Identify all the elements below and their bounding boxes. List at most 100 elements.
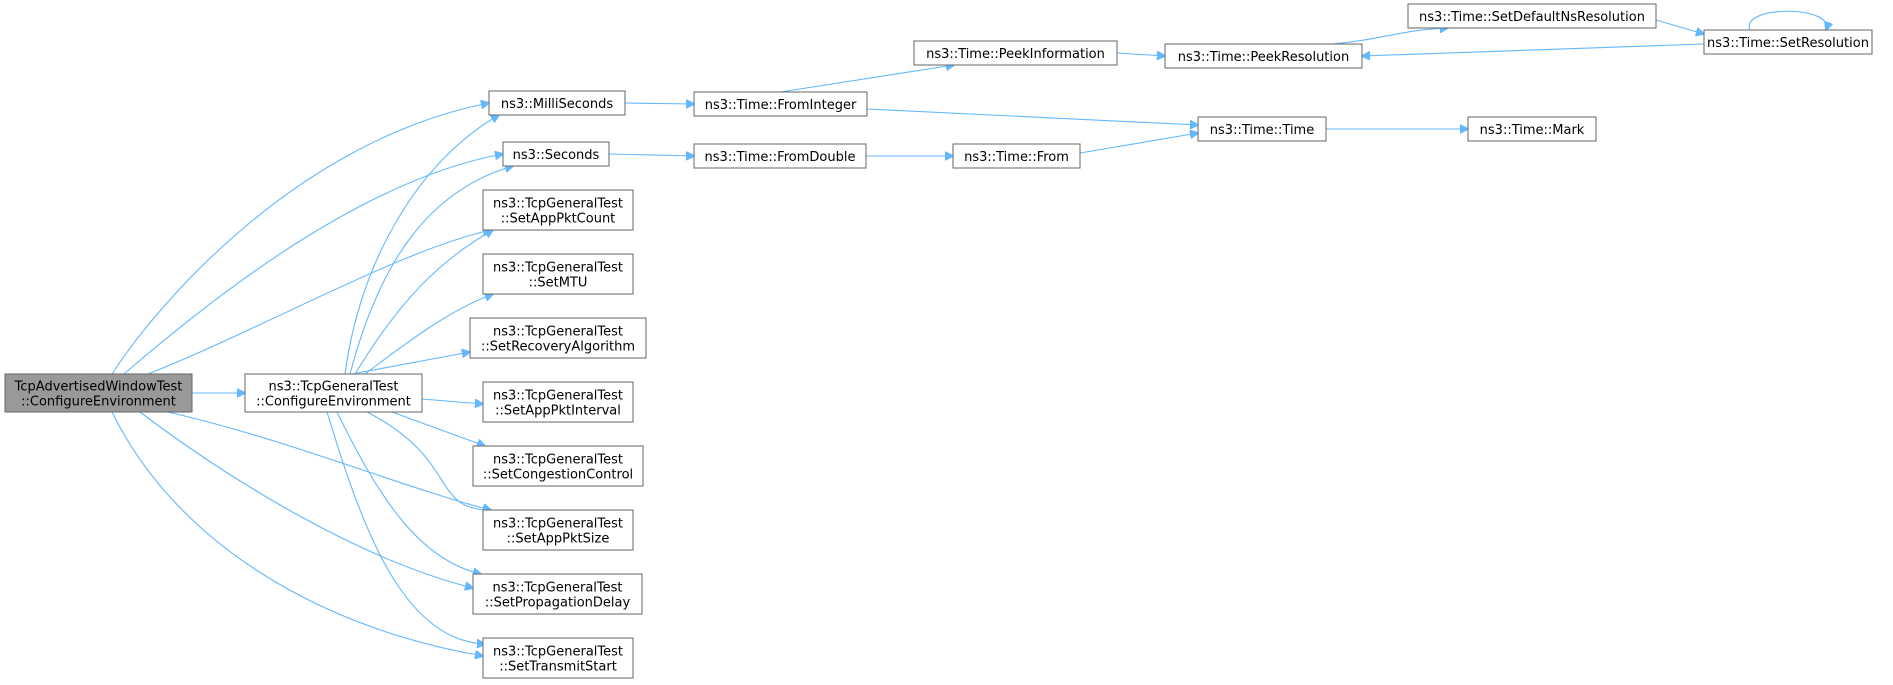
- edge-seconds-to-fromdbl: [608, 154, 694, 156]
- node-interval[interactable]: ns3::TcpGeneralTest::SetAppPktInterval: [482, 381, 634, 423]
- node-label: ns3::Time::From: [964, 150, 1069, 165]
- edge-cfg-to-milli: [344, 115, 499, 375]
- edge-cfg-to-interval: [421, 398, 483, 404]
- edge-fromint-to-peekinfo: [780, 65, 955, 93]
- node-fromint[interactable]: ns3::Time::FromInteger: [693, 91, 868, 117]
- node-label: ns3::TcpGeneralTest: [493, 197, 623, 212]
- node-box: [1407, 3, 1657, 29]
- edge-root-to-milli: [111, 103, 489, 375]
- node-label: ::SetAppPktCount: [501, 212, 616, 227]
- node-box: [488, 90, 626, 116]
- edge-setres-to-setres: [1748, 10, 1826, 30]
- node-pktcount[interactable]: ns3::TcpGeneralTest::SetAppPktCount: [482, 189, 634, 231]
- node-label: ::SetRecoveryAlgorithm: [481, 340, 635, 355]
- node-label: ::ConfigureEnvironment: [21, 395, 176, 410]
- node-box: [502, 141, 610, 167]
- node-label: ::ConfigureEnvironment: [256, 395, 411, 410]
- edge-setres-to-peekres: [1362, 43, 1705, 56]
- node-box: [693, 91, 868, 117]
- edge-cfg-to-transmit: [326, 411, 485, 644]
- node-box: [952, 143, 1081, 169]
- node-box: [469, 317, 647, 359]
- node-label: ns3::Time::Time: [1210, 123, 1314, 138]
- edge-root-to-seconds: [123, 154, 503, 375]
- edge-from-to-time: [1079, 133, 1198, 154]
- edge-fromint-to-time: [866, 108, 1198, 125]
- edge-cfg-to-propdelay: [336, 411, 481, 574]
- edge-cfg-to-recovery: [351, 352, 470, 375]
- node-transmit[interactable]: ns3::TcpGeneralTest::SetTransmitStart: [482, 637, 634, 679]
- edge-setdefault-to-setres: [1655, 19, 1704, 34]
- node-label: ns3::Time::SetDefaultNsResolution: [1419, 10, 1645, 25]
- node-peekres[interactable]: ns3::Time::PeekResolution: [1164, 43, 1363, 69]
- nodes-layer: TcpAdvertisedWindowTest::ConfigureEnviro…: [4, 3, 1873, 679]
- node-box: [1703, 29, 1873, 55]
- node-box: [1164, 43, 1363, 69]
- node-label: ::SetMTU: [529, 276, 588, 291]
- node-cfg[interactable]: ns3::TcpGeneralTest::ConfigureEnvironmen…: [244, 373, 423, 413]
- node-label: ::SetAppPktSize: [507, 532, 610, 547]
- node-label: ns3::Time::PeekInformation: [926, 47, 1105, 62]
- node-box: [482, 509, 634, 551]
- node-box: [1467, 116, 1597, 142]
- node-peekinfo[interactable]: ns3::Time::PeekInformation: [913, 40, 1118, 66]
- node-label: ::SetAppPktInterval: [495, 404, 621, 419]
- node-label: ns3::TcpGeneralTest: [493, 645, 623, 660]
- node-box: [482, 253, 634, 295]
- node-label: ns3::TcpGeneralTest: [492, 581, 622, 596]
- node-label: ns3::Seconds: [513, 148, 600, 163]
- node-propdelay[interactable]: ns3::TcpGeneralTest::SetPropagationDelay: [472, 573, 643, 615]
- node-box: [693, 143, 867, 169]
- node-mtu[interactable]: ns3::TcpGeneralTest::SetMTU: [482, 253, 634, 295]
- edge-root-to-pktsize: [167, 411, 491, 510]
- node-box: [913, 40, 1118, 66]
- node-box: [472, 573, 643, 615]
- node-label: ::SetTransmitStart: [499, 660, 617, 675]
- node-label: ns3::Time::SetResolution: [1707, 36, 1869, 51]
- edge-peekinfo-to-peekres: [1116, 53, 1165, 56]
- edge-cfg-to-seconds: [349, 166, 513, 375]
- edges-layer: [111, 10, 1827, 656]
- edge-cfg-to-pktsize: [366, 411, 491, 510]
- node-box: [4, 373, 193, 413]
- node-from[interactable]: ns3::Time::From: [952, 143, 1081, 169]
- node-box: [482, 381, 634, 423]
- node-label: ns3::TcpGeneralTest: [493, 325, 623, 340]
- node-box: [482, 189, 634, 231]
- node-setdefault[interactable]: ns3::Time::SetDefaultNsResolution: [1407, 3, 1657, 29]
- node-time[interactable]: ns3::Time::Time: [1197, 116, 1327, 142]
- node-congestion[interactable]: ns3::TcpGeneralTest::SetCongestionContro…: [472, 445, 644, 487]
- node-box: [1197, 116, 1327, 142]
- edge-cfg-to-mtu: [364, 294, 493, 375]
- node-root[interactable]: TcpAdvertisedWindowTest::ConfigureEnviro…: [4, 373, 193, 413]
- node-label: ns3::TcpGeneralTest: [268, 380, 398, 395]
- node-label: ::SetPropagationDelay: [485, 596, 631, 611]
- node-label: ns3::MilliSeconds: [501, 97, 614, 112]
- edge-root-to-pktcount: [147, 230, 491, 375]
- node-label: ns3::TcpGeneralTest: [493, 517, 623, 532]
- node-seconds[interactable]: ns3::Seconds: [502, 141, 610, 167]
- edge-milli-to-fromint: [624, 103, 694, 104]
- node-label: ns3::Time::FromDouble: [705, 150, 856, 165]
- node-box: [472, 445, 644, 487]
- node-mark[interactable]: ns3::Time::Mark: [1467, 116, 1597, 142]
- node-label: ns3::TcpGeneralTest: [493, 261, 623, 276]
- node-box: [482, 637, 634, 679]
- node-label: TcpAdvertisedWindowTest: [14, 380, 183, 395]
- edge-root-to-transmit: [111, 411, 483, 656]
- node-milli[interactable]: ns3::MilliSeconds: [488, 90, 626, 116]
- node-label: ::SetCongestionControl: [483, 468, 633, 483]
- node-fromdbl[interactable]: ns3::Time::FromDouble: [693, 143, 867, 169]
- node-label: ns3::Time::Mark: [1480, 123, 1585, 138]
- node-setres[interactable]: ns3::Time::SetResolution: [1703, 29, 1873, 55]
- node-label: ns3::Time::FromInteger: [705, 98, 857, 113]
- edge-peekres-to-setdefault: [1331, 28, 1448, 45]
- node-label: ns3::TcpGeneralTest: [493, 453, 623, 468]
- node-label: ns3::TcpGeneralTest: [493, 389, 623, 404]
- node-box: [244, 373, 423, 413]
- edge-cfg-to-congestion: [391, 411, 485, 446]
- node-recovery[interactable]: ns3::TcpGeneralTest::SetRecoveryAlgorith…: [469, 317, 647, 359]
- node-pktsize[interactable]: ns3::TcpGeneralTest::SetAppPktSize: [482, 509, 634, 551]
